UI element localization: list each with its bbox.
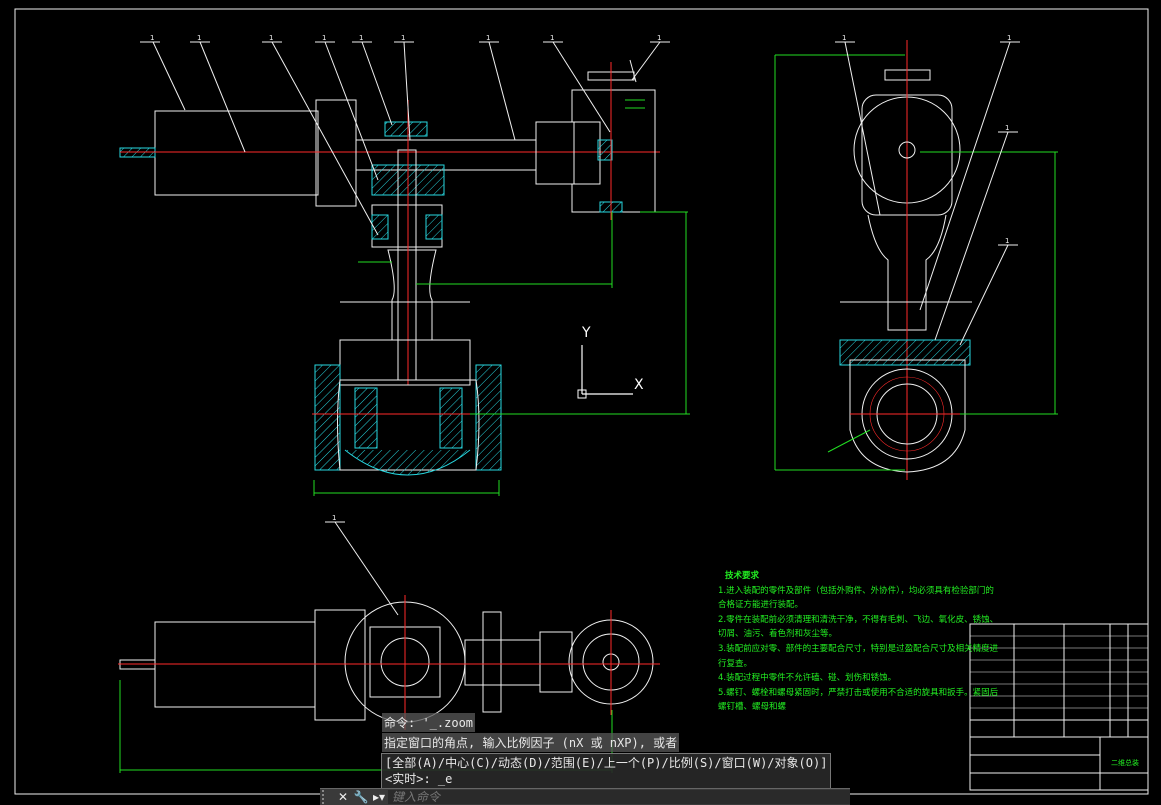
command-history-line: 命令: '_.zoom [382,713,476,732]
tech-notes-title: 技术要求 [725,571,760,581]
command-input[interactable] [388,790,850,804]
ucs-y-label: Y [582,325,591,341]
part-leaders-front [140,41,670,236]
title-block-drawing-name: 二维总装 [1111,759,1139,767]
close-icon[interactable]: ✕ [337,790,349,804]
tech-note-line: 切屑、油污、着色剂和灰尘等。 [718,629,838,640]
part-balloon: 1 [401,34,405,42]
ucs-x-label: X [634,377,644,393]
part-balloon: 1 [359,34,363,42]
part-balloon: 1 [322,34,326,42]
tech-note-line: 4.装配过程中零件不允许磕、碰、划伤和锈蚀。 [718,673,897,684]
technical-requirements: 技术要求 1.进入装配的零件及部件（包括外购件、外协件），均必须具有检验部门的 … [718,569,999,715]
drawing-frame [14,8,1149,795]
tech-note-line: 合格证方能进行装配。 [718,600,804,611]
part-balloon: 1 [332,514,336,522]
part-balloon: 1 [657,34,661,42]
part-balloon: 1 [269,34,273,42]
command-current-prompt: <实时>: _e [385,772,453,786]
part-balloon: 1 [1007,34,1011,42]
command-options: [全部(A)/中心(C)/动态(D)/范围(E)/上一个(P)/比例(S)/窗口… [385,756,828,770]
tech-note-line: 行复查。 [718,658,753,669]
command-history: 命令: '_.zoom 指定窗口的角点, 输入比例因子 (nX 或 nXP), … [382,713,680,753]
part-balloon: 1 [842,34,846,42]
tech-note-line: 5.螺钉、螺栓和螺母紧固时，严禁打击或使用不合适的旋具和扳手。紧固后 [718,687,999,698]
command-options-prompt: [全部(A)/中心(C)/动态(D)/范围(E)/上一个(P)/比例(S)/窗口… [381,753,832,789]
part-balloon: 1 [486,34,490,42]
ucs-icon [577,345,633,399]
command-history-line: 指定窗口的角点, 输入比例因子 (nX 或 nXP), 或者 [382,733,680,752]
title-block-grid [969,623,1149,791]
command-bar-grip[interactable] [322,790,334,804]
recent-commands-dropdown-icon[interactable]: ▸▾ [372,790,386,804]
tech-note-line: 螺钉槽、螺母和螺 [718,702,787,713]
part-balloon: 1 [150,34,154,42]
side-view [774,40,1058,480]
part-balloon: 1 [197,34,201,42]
part-balloon: 1 [550,34,554,42]
customize-wrench-icon[interactable]: 🔧 [353,790,369,804]
front-view [119,59,690,496]
tech-note-line: 1.进入装配的零件及部件（包括外购件、外协件），均必须具有检验部门的 [718,585,994,596]
command-bar: ✕ 🔧 ▸▾ [320,788,850,805]
part-balloon: 1 [1005,237,1009,245]
tech-note-line: 2.零件在装配前必须清理和清洗干净，不得有毛刺、飞边、氧化皮、锈蚀、 [718,614,999,625]
tech-note-line: 3.装配前应对零、部件的主要配合尺寸，特别是过盈配合尺寸及相关精度进 [718,643,999,654]
part-balloon: 1 [1005,124,1009,132]
